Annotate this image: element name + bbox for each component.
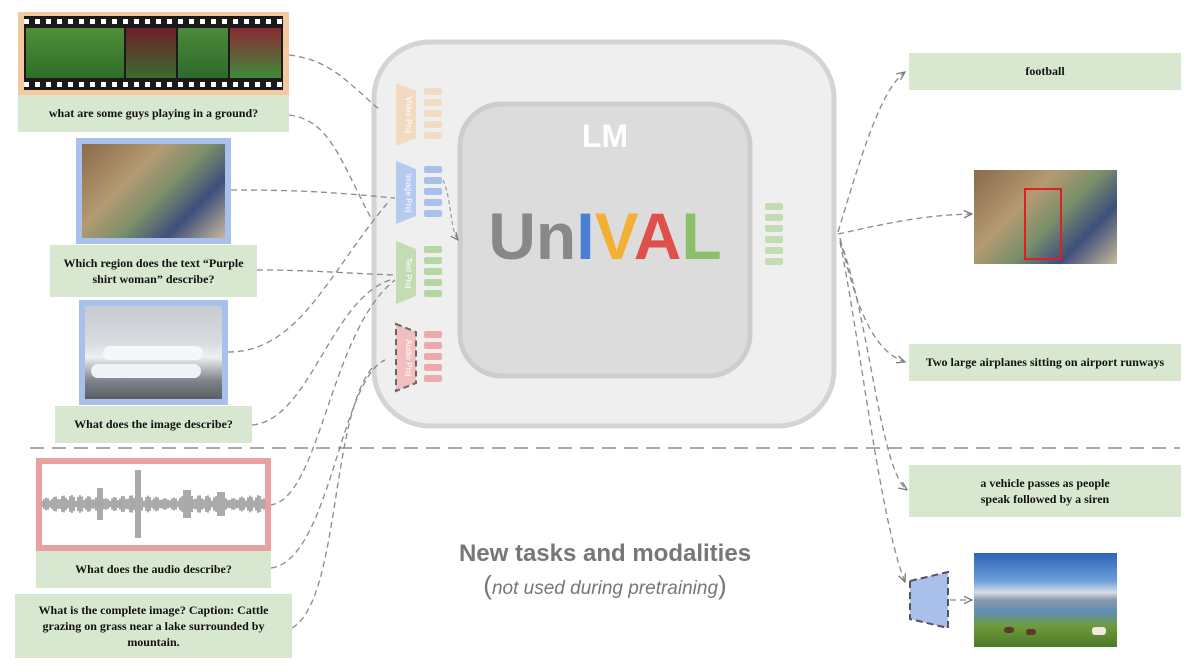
caption-image-frame (79, 300, 228, 405)
video-answer-box: football (909, 53, 1181, 90)
image-decoder-shape (910, 572, 948, 628)
generation-prompt-box: What is the complete image? Caption: Cat… (15, 594, 292, 658)
grounding-image-frame (76, 138, 231, 244)
caption-answer-box: Two large airplanes sitting on airport r… (909, 344, 1181, 381)
unival-logo: UnIVAL (455, 196, 755, 276)
people-photo (82, 144, 225, 238)
video-input-frame (18, 12, 289, 95)
logo-part-v: V (595, 199, 634, 273)
text-proj-label: Text Proj (404, 257, 413, 288)
airplanes-photo (85, 306, 222, 399)
logo-part-un: Un (488, 199, 576, 273)
audio-answer-box: a vehicle passes as people speak followe… (909, 465, 1181, 517)
caption-question-box: What does the image describe? (55, 406, 252, 443)
cattle-shape (1092, 627, 1106, 635)
new-tasks-subtitle: (not used during pretraining) (420, 570, 790, 601)
audio-proj-label: Audio Proj (404, 340, 413, 377)
grounding-question-box: Which region does the text “Purple shirt… (50, 245, 257, 297)
film-perforations-bottom (24, 82, 283, 87)
generated-landscape-image (974, 553, 1117, 647)
video-frame-3 (178, 28, 228, 78)
grounding-output-image (974, 170, 1117, 264)
film-strip (24, 16, 283, 90)
lm-label: LM (560, 118, 650, 155)
new-tasks-title: New tasks and modalities (420, 540, 790, 568)
video-proj-label: Video Proj (404, 97, 413, 134)
logo-part-l: L (681, 199, 721, 273)
output-connectors (838, 72, 972, 600)
video-question-box: what are some guys playing in a ground? (18, 95, 289, 132)
audio-question-box: What does the audio describe? (36, 551, 271, 588)
video-frame-1 (26, 28, 124, 78)
subtitle-close-paren: ) (718, 570, 727, 600)
cattle-shape (1004, 627, 1014, 633)
subtitle-open-paren: ( (483, 570, 492, 600)
grounding-bounding-box (1024, 188, 1062, 260)
logo-part-a: A (634, 199, 682, 273)
image-proj-label: Image Proj (404, 174, 413, 213)
waveform-path (42, 470, 264, 538)
video-frame-4 (230, 28, 281, 78)
cattle-shape (1026, 629, 1036, 635)
audio-waveform (42, 464, 265, 545)
subtitle-text: not used during pretraining (492, 578, 718, 599)
film-perforations-top (24, 19, 283, 24)
airplane-shape (91, 364, 201, 378)
airplane-shape (103, 346, 203, 360)
video-frame-2 (126, 28, 176, 78)
logo-part-i: I (576, 199, 594, 273)
audio-input-frame (36, 458, 271, 551)
